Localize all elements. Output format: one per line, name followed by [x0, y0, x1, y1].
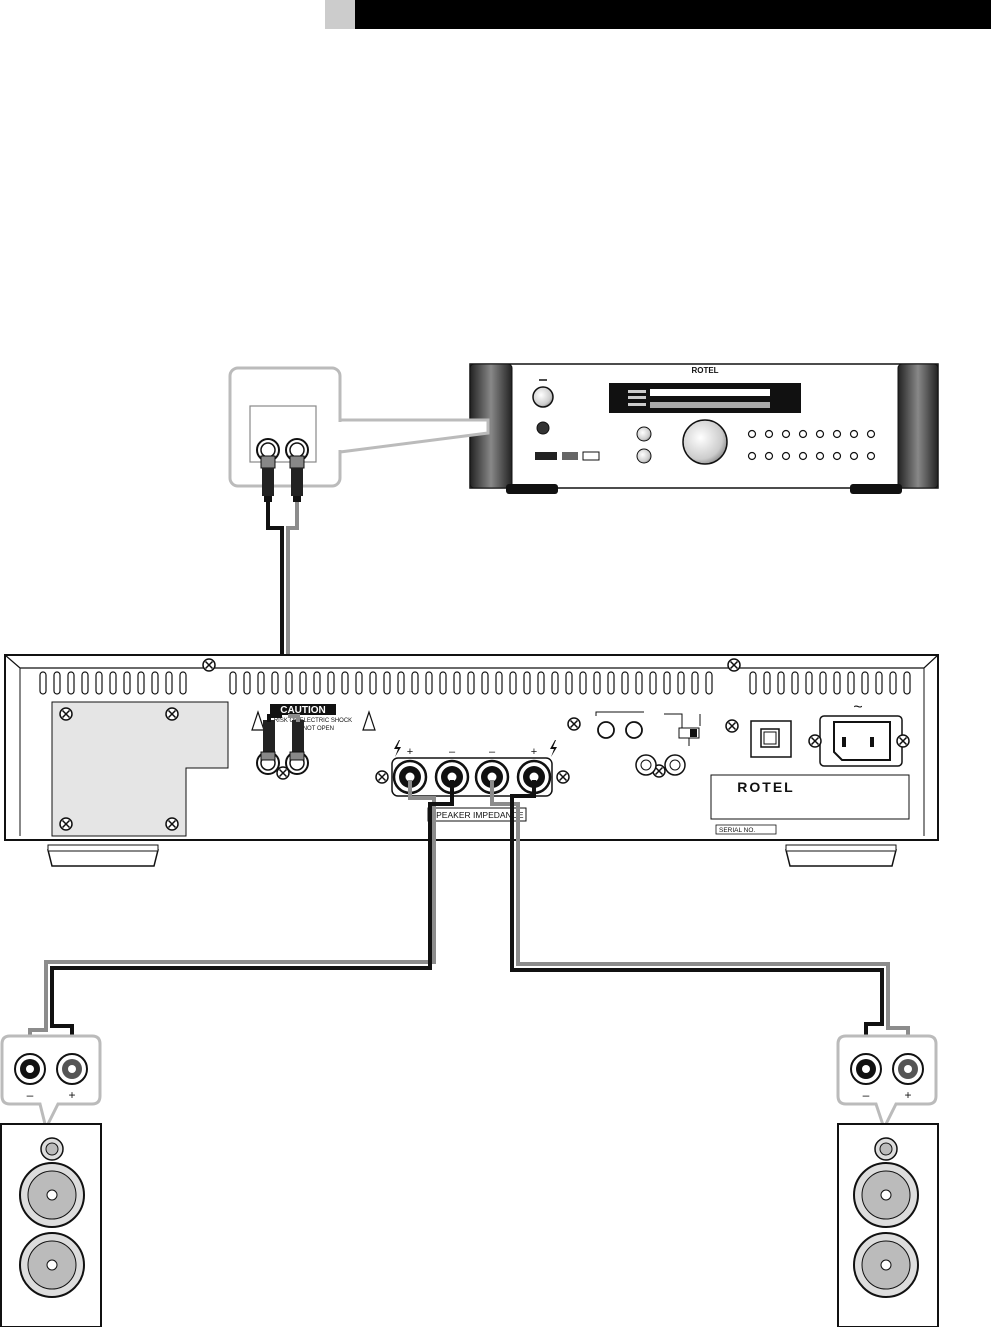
preamp-output-callout — [228, 366, 490, 488]
plate-screw-3 — [59, 817, 73, 831]
input-buttons — [747, 429, 876, 461]
terminal-sign-3: – — [489, 746, 496, 758]
logo-badge-2 — [562, 452, 578, 460]
preamplifier: ROTEL — [469, 363, 939, 494]
volume-knob — [682, 419, 728, 465]
preamp-foot-right — [850, 484, 902, 494]
chassis-screw-top-left — [202, 658, 216, 672]
trigger-jack-1 — [597, 721, 615, 739]
selector-button-2 — [636, 448, 652, 464]
ac-inlet — [833, 721, 891, 761]
preamp-foot-left — [506, 484, 558, 494]
ac-symbol: ~ — [853, 699, 862, 716]
plate-screw-2 — [165, 707, 179, 721]
chassis-screw-top-right — [727, 658, 741, 672]
jack-screw — [567, 717, 581, 731]
speaker-cables — [28, 780, 910, 1066]
callout-plugs — [260, 455, 305, 502]
logo-badge-3 — [582, 451, 600, 461]
header-bar — [355, 0, 991, 29]
serial-box — [715, 824, 777, 835]
caution-line-1: RISK OF ELECTRIC SHOCK — [274, 718, 352, 724]
ac-screw-right — [896, 734, 910, 748]
preamp-brand: ROTEL — [691, 366, 718, 375]
brand-plate — [710, 774, 910, 820]
interconnect-cables — [266, 500, 299, 720]
plate-screw-1 — [59, 707, 73, 721]
standby-button — [536, 421, 550, 435]
vent-slots — [39, 671, 911, 695]
amplifier-rear-panel: CAUTION RISK OF ELECTRIC SHOCK DO NOT OP… — [4, 654, 939, 867]
speaker-left: – + — [0, 1034, 102, 1327]
preamp-side-right — [897, 363, 939, 489]
logo-badge-1 — [535, 452, 557, 460]
amp-input-plugs — [260, 714, 305, 761]
trigger-jack-2 — [625, 721, 643, 739]
terminal-screw-left — [375, 770, 389, 784]
plate-screw-4 — [165, 817, 179, 831]
access-plate — [51, 701, 229, 837]
header-tab — [325, 0, 355, 29]
terminal-block — [391, 757, 553, 797]
speaker-right-plus-label: + — [904, 1088, 911, 1102]
amp-brand: ROTEL — [737, 779, 794, 795]
caution-label: CAUTION RISK OF ELECTRIC SHOCK DO NOT OP… — [251, 704, 376, 732]
speaker-left-minus-label: – — [27, 1088, 34, 1102]
ac-screw-left — [808, 734, 822, 748]
caution-title: CAUTION — [280, 705, 326, 716]
caution-line-2: DO NOT OPEN — [292, 726, 334, 732]
speaker-impedance-label: SPEAKER IMPEDANCE — [430, 810, 523, 820]
terminal-sign-2: – — [449, 746, 456, 758]
speaker-right-minus-label: – — [863, 1088, 870, 1102]
terminal-sign-1: + — [407, 746, 413, 758]
serial-label: SERIAL NO. — [719, 827, 755, 834]
terminal-sign-4: + — [531, 746, 537, 758]
amp-foot-left — [47, 849, 159, 867]
power-button — [532, 386, 554, 408]
switch-screw — [725, 719, 739, 733]
selector-button-1 — [636, 426, 652, 442]
display-segments — [628, 389, 770, 408]
speaker-left-plus-label: + — [68, 1088, 75, 1102]
speaker-right: – + — [836, 1034, 939, 1327]
amp-foot-right — [785, 849, 897, 867]
terminal-screw-right — [556, 770, 570, 784]
